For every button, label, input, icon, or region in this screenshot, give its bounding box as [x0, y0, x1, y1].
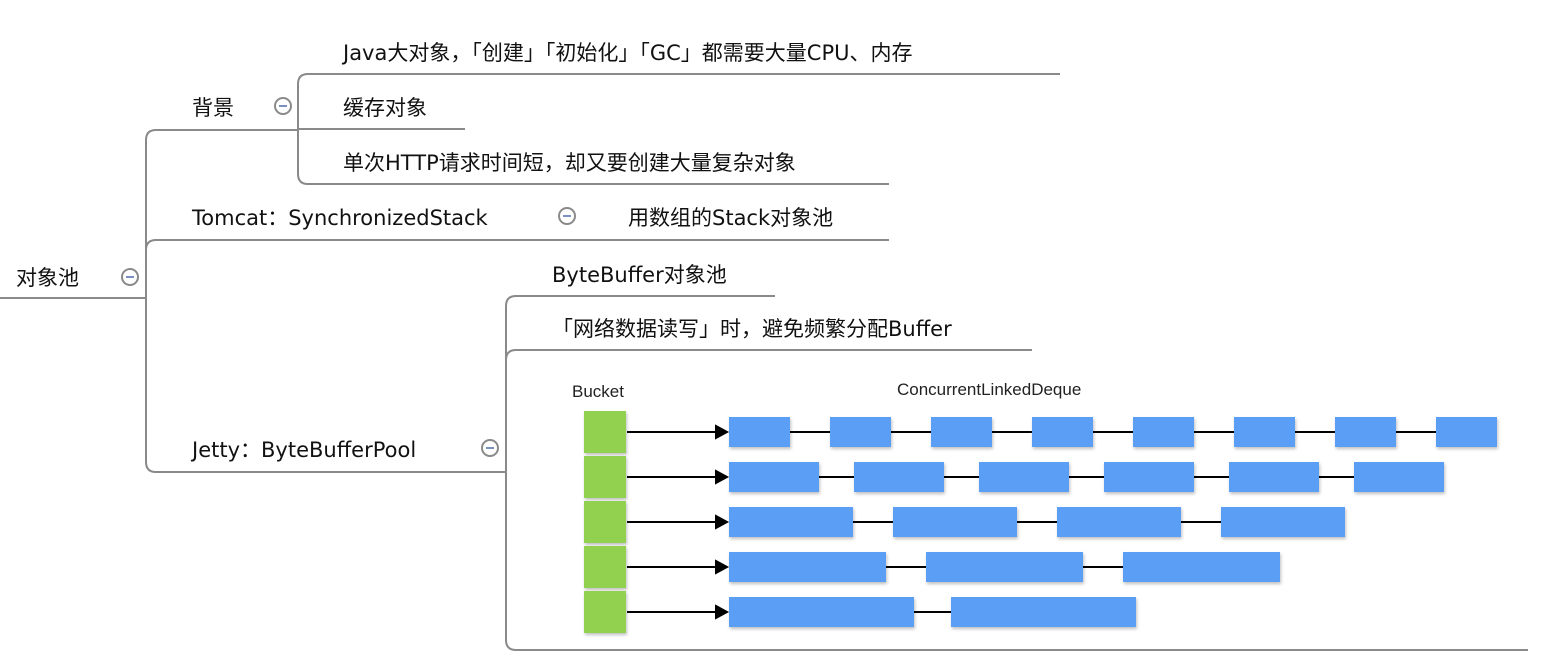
byte-buffer — [1354, 462, 1444, 492]
byte-buffer — [729, 417, 790, 447]
byte-buffer — [1104, 462, 1194, 492]
arrow-head — [715, 604, 730, 620]
byte-buffer — [1123, 552, 1280, 582]
bucket-slot — [584, 591, 626, 633]
byte-buffer — [1221, 507, 1345, 537]
byte-buffer — [931, 417, 992, 447]
branch-tomcat[interactable]: Tomcat：SynchronizedStack — [192, 206, 488, 230]
bucket-slot — [584, 456, 626, 498]
branch-background[interactable]: 背景 — [192, 96, 234, 120]
byte-buffer — [1032, 417, 1093, 447]
byte-buffer — [1335, 417, 1396, 447]
byte-buffer — [1057, 507, 1181, 537]
collapse-icon[interactable] — [274, 97, 292, 115]
deque-label: ConcurrentLinkedDeque — [897, 380, 1082, 399]
byte-buffer — [830, 417, 891, 447]
branch-jetty[interactable]: Jetty：ByteBufferPool — [192, 438, 417, 462]
byte-buffer — [729, 507, 853, 537]
byte-buffer — [854, 462, 944, 492]
background-item-1[interactable]: Java大对象，「创建」「初始化」「GC」都需要大量CPU、内存 — [343, 41, 913, 65]
arrow-head — [715, 514, 730, 530]
arrow-head — [715, 424, 730, 440]
byte-buffer — [1436, 417, 1497, 447]
jetty-item-2[interactable]: 「网络数据读写」时，避免频繁分配Buffer — [552, 317, 952, 341]
bucket-slot — [584, 501, 626, 543]
byte-buffer — [729, 597, 914, 627]
background-item-2[interactable]: 缓存对象 — [343, 96, 427, 120]
tomcat-item-1[interactable]: 用数组的Stack对象池 — [628, 206, 834, 230]
bucket-slot — [584, 546, 626, 588]
collapse-icon[interactable] — [558, 207, 576, 225]
byte-buffer — [1133, 417, 1194, 447]
arrow-head — [715, 559, 730, 575]
byte-buffer — [1229, 462, 1319, 492]
byte-buffer — [729, 462, 819, 492]
byte-buffer — [893, 507, 1017, 537]
arrow-head — [715, 469, 730, 485]
bucket-slot — [584, 411, 626, 453]
background-item-3[interactable]: 单次HTTP请求时间短，却又要创建大量复杂对象 — [343, 151, 796, 175]
byte-buffer — [926, 552, 1083, 582]
byte-buffer — [951, 597, 1136, 627]
collapse-icon[interactable] — [121, 268, 139, 286]
byte-buffer — [1234, 417, 1295, 447]
collapse-icon[interactable] — [481, 439, 499, 457]
jetty-item-1[interactable]: ByteBuffer对象池 — [552, 263, 727, 287]
root-node[interactable]: 对象池 — [16, 266, 79, 290]
bucket-label: Bucket — [572, 382, 624, 401]
byte-buffer — [979, 462, 1069, 492]
byte-buffer — [729, 552, 886, 582]
